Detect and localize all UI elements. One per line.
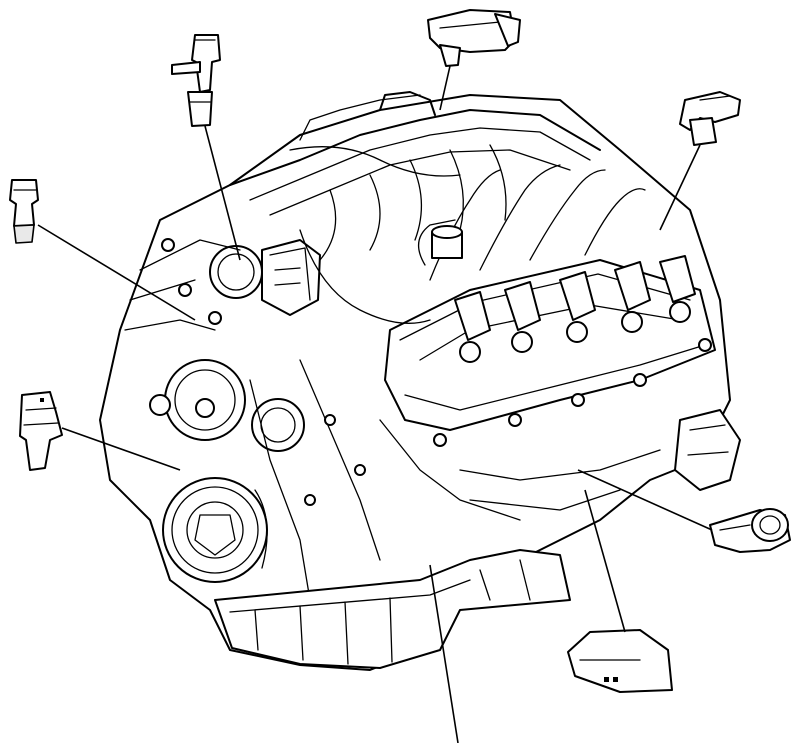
leader-lines xyxy=(37,65,713,743)
oil-pan-sensor xyxy=(567,629,673,693)
map-sensor xyxy=(427,9,521,67)
leader-right-sensor xyxy=(659,144,701,231)
leader-knock-sensor xyxy=(577,469,713,531)
coolant-temperature-sensor xyxy=(19,391,63,471)
leader-oil-pressure-sensor xyxy=(37,224,196,321)
leader-oil-pan-sensor xyxy=(584,489,626,633)
camshaft-position-sensor xyxy=(171,34,221,127)
engine-block xyxy=(99,91,741,671)
leader-bottom xyxy=(429,564,459,743)
oil-pressure-sensor xyxy=(9,179,39,244)
leader-camshaft-sensor xyxy=(204,125,241,261)
ignition-coil-row xyxy=(454,255,696,363)
leader-coolant-sensor xyxy=(61,427,181,471)
ignition-coil-sensor-right xyxy=(679,91,741,146)
leader-map-sensor xyxy=(439,65,451,111)
knock-sensor xyxy=(709,508,791,553)
